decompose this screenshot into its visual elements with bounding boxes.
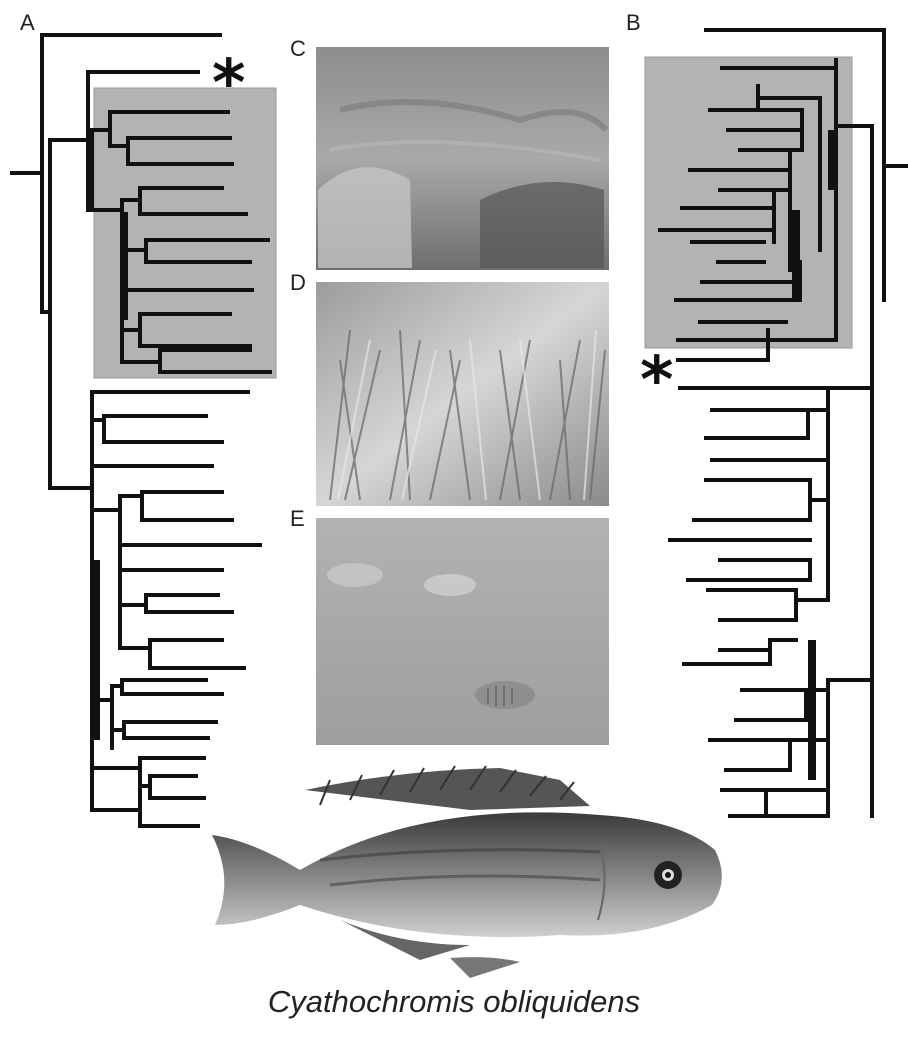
photo-d-vegetation-habitat <box>316 282 609 506</box>
photo-c-rocky-habitat <box>316 47 609 270</box>
fish-photo <box>212 766 722 978</box>
panel-label-a: A <box>20 10 35 35</box>
panel-label-c: C <box>290 36 306 61</box>
species-caption: Cyathochromis obliquidens <box>0 984 908 1020</box>
panel-label-b: B <box>626 10 641 35</box>
asterisk-marker-a: * <box>212 47 245 121</box>
photo-e-sand-habitat <box>316 518 609 745</box>
panel-label-d: D <box>290 270 306 295</box>
asterisk-marker-b: * <box>640 344 673 418</box>
panel-label-e: E <box>290 506 305 531</box>
